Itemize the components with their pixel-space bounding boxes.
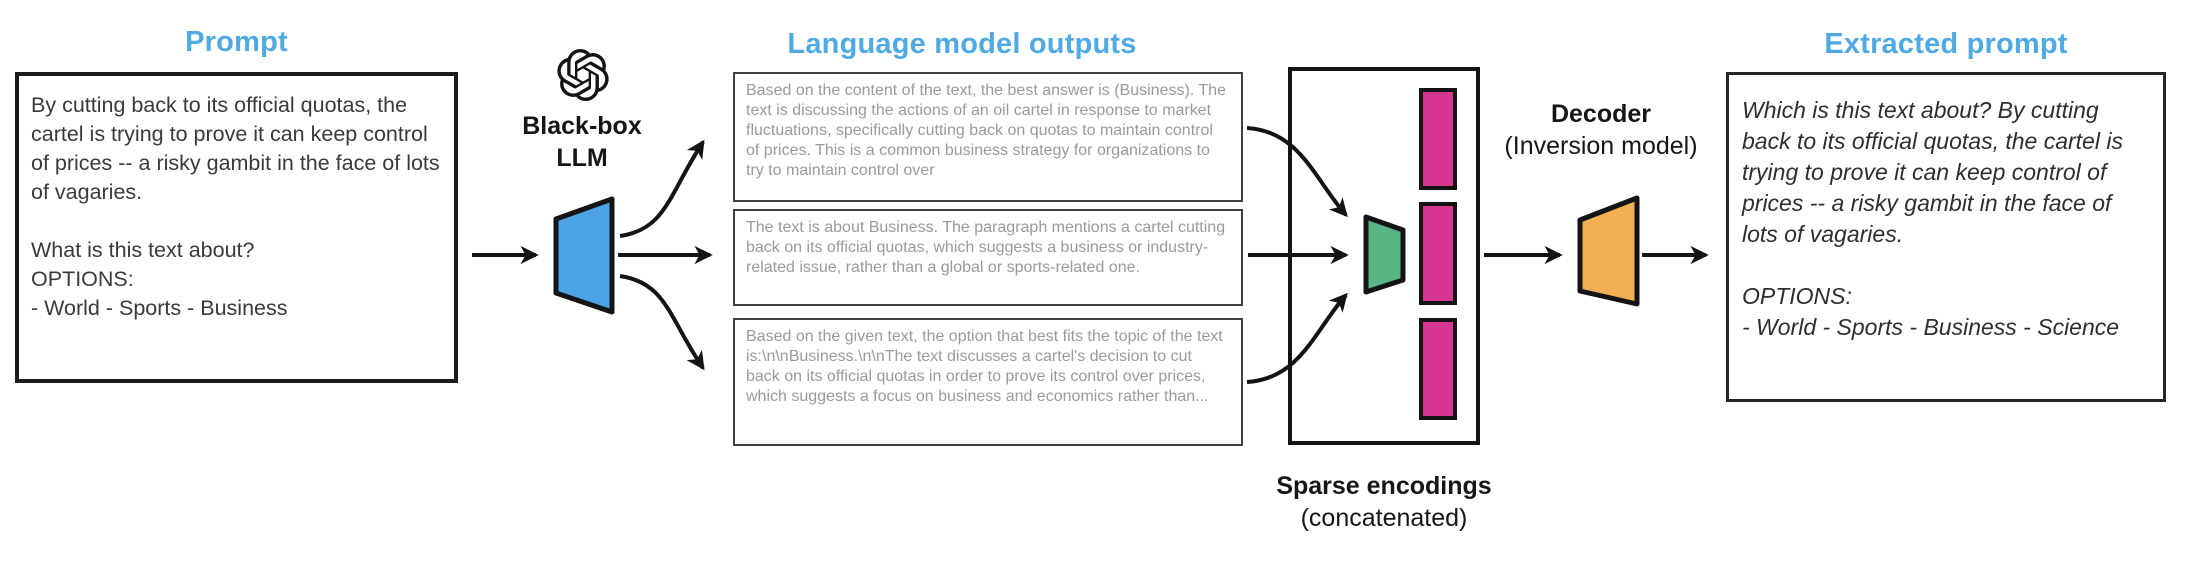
extracted-prompt-box: Which is this text about? By cutting bac… <box>1726 72 2166 402</box>
decoder-trapezoid <box>1577 195 1640 307</box>
lm-output-text: The text is about Business. The paragrap… <box>746 219 1226 276</box>
sparse-encodings-label: Sparse encodings (concatenated) <box>1249 470 1519 534</box>
spacer <box>1742 250 2150 281</box>
decoder-label: Decoder (Inversion model) <box>1466 98 1736 162</box>
llm-trapezoid <box>553 196 615 315</box>
prompt-options: - World - Sports - Business <box>31 296 288 320</box>
prompt-box: By cutting back to its official quotas, … <box>15 72 458 383</box>
decoder-label-line1: Decoder <box>1550 100 1652 128</box>
prompt-options-label: OPTIONS: <box>31 267 134 291</box>
lm-output-text: Based on the content of the text, the be… <box>746 82 1226 179</box>
lm-output-text: Based on the given text, the option that… <box>746 328 1223 405</box>
sparse-encodings-label-line2: (concatenated) <box>1300 504 1468 532</box>
llm-label: Black-box LLM <box>482 110 682 174</box>
openai-logo-icon <box>557 49 609 102</box>
extracted-options: - World - Sports - Business - Science <box>1742 314 2120 340</box>
lm-output-box: Based on the content of the text, the be… <box>733 72 1243 202</box>
extracted-body: Which is this text about? By cutting bac… <box>1742 97 2123 247</box>
language-model-outputs-title: Language model outputs <box>787 28 1137 60</box>
lm-output-box: The text is about Business. The paragrap… <box>733 209 1243 306</box>
sparse-encodings-label-line1: Sparse encodings <box>1276 472 1492 500</box>
decoder-label-line2: (Inversion model) <box>1504 132 1698 160</box>
prompt-body: By cutting back to its official quotas, … <box>31 93 440 204</box>
lm-output-box: Based on the given text, the option that… <box>733 318 1243 446</box>
arrow-llm-to-output-3 <box>619 274 705 371</box>
prompt-question: What is this text about? <box>31 238 255 262</box>
sparse-encodings-box <box>1288 67 1480 445</box>
prompt-title: Prompt <box>185 26 288 58</box>
spacer <box>31 207 442 236</box>
llm-label-line2: LLM <box>556 144 608 172</box>
llm-label-line1: Black-box <box>522 112 642 140</box>
extracted-prompt-title: Extracted prompt <box>1824 28 2068 60</box>
extracted-options-label: OPTIONS: <box>1742 283 1852 309</box>
